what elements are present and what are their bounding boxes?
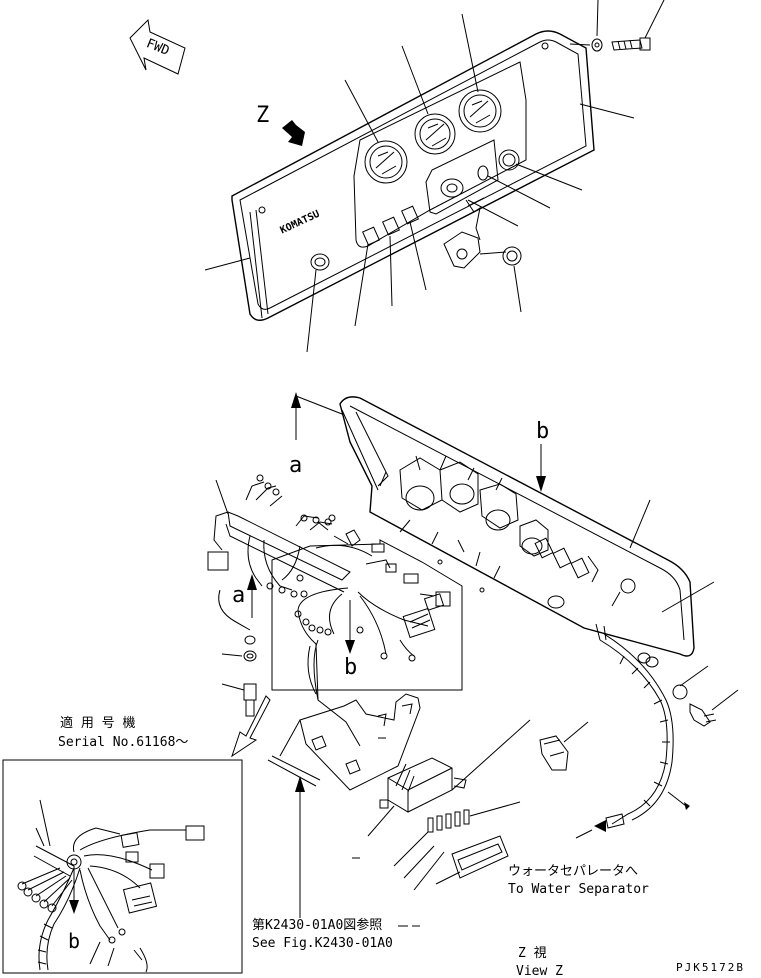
drawing-id: PJK5172B — [676, 961, 745, 974]
relay-bracket — [267, 693, 421, 791]
inset-view: b — [2, 759, 243, 974]
view-marker-z: Z — [256, 103, 269, 128]
wiring-harness — [207, 474, 451, 631]
panel-brand: KOMATSU — [279, 209, 322, 237]
callout-a-lower: a — [232, 583, 245, 608]
water-separator-cable — [575, 633, 690, 839]
callout-a-upper: a — [289, 453, 302, 478]
dashboard-rear — [339, 396, 715, 687]
gauge-right — [458, 89, 502, 133]
upper-leaders — [204, 0, 665, 353]
instrument-panel: KOMATSU — [231, 30, 595, 321]
lower-bolt — [672, 684, 739, 727]
serial-label-jp: 適 用 号 機 — [60, 715, 135, 731]
callout-b-upper: b — [536, 419, 549, 444]
panel-bolt — [569, 37, 651, 52]
reference-jp: 第K2430-01A0図参照 — [252, 917, 382, 933]
relay-unit — [367, 719, 531, 837]
terminal-set — [393, 801, 521, 891]
serial-label-en: Serial No.61168～ — [58, 735, 188, 750]
callout-b-inset: b — [68, 929, 80, 953]
inset-arrow-icon — [231, 695, 271, 758]
harness-detail-box — [271, 539, 463, 747]
sensor-fitting — [539, 721, 589, 771]
reference-en: See Fig.K2430-01A0 — [252, 936, 393, 951]
fwd-arrow: FWD — [129, 18, 186, 75]
view-label-jp: Z 視 — [518, 946, 547, 961]
callout-b-lower: b — [344, 655, 357, 680]
water-separator-jp: ウォータセパレータへ — [508, 864, 638, 879]
water-separator-en: To Water Separator — [508, 882, 649, 897]
gauge-left — [364, 140, 408, 184]
z-arrow-icon — [282, 120, 305, 146]
left-hardware — [221, 635, 257, 717]
view-label-en: View Z — [516, 964, 563, 978]
gauge-center — [414, 113, 456, 155]
